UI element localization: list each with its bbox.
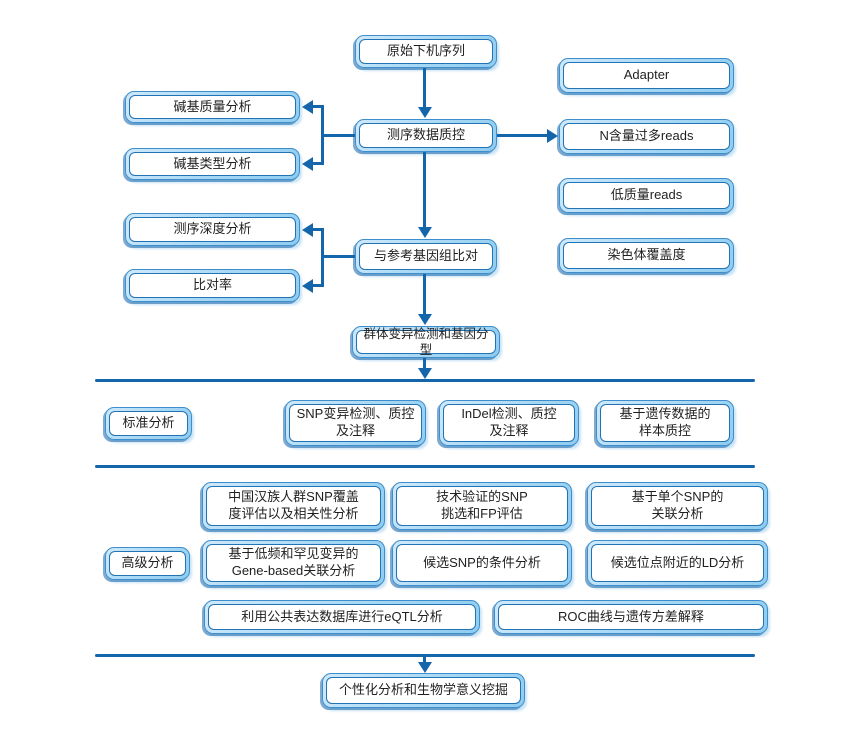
node-eqtl-analysis: 利用公共表达数据库进行eQTL分析 [204,600,480,634]
node-align-reference-label: 与参考基因组比对 [359,243,493,270]
node-tech-validated-snp: 技术验证的SNP 挑选和FP评估 [392,482,572,530]
node-han-snp-coverage-label: 中国汉族人群SNP覆盖 度评估以及相关性分析 [206,486,381,526]
label-advanced-analysis: 高级分析 [105,547,190,580]
arrowhead-qc-to-nreads [547,129,558,143]
node-gene-based-association: 基于低频和罕见变异的 Gene-based关联分析 [202,540,385,586]
node-single-snp-association-label: 基于单个SNP的 关联分析 [591,486,764,526]
node-snp-detection: SNP变异检测、质控 及注释 [285,400,426,446]
arrowhead-to-depth [302,223,313,237]
arrowhead-align-to-popvar [418,314,432,325]
node-adapter-label: Adapter [563,62,730,89]
connector-popvar-to-standard [423,358,426,370]
node-tech-validated-snp-label: 技术验证的SNP 挑选和FP评估 [396,486,568,526]
connector-qc-to-align [423,152,426,228]
connector-qc-branch-stub [322,134,355,137]
node-ld-analysis-label: 候选位点附近的LD分析 [591,544,764,582]
node-han-snp-coverage: 中国汉族人群SNP覆盖 度评估以及相关性分析 [202,482,385,530]
connector-to-base-type [311,162,322,165]
node-low-quality-reads-label: 低质量reads [563,182,730,209]
label-advanced-analysis-text: 高级分析 [109,551,186,576]
label-standard-analysis: 标准分析 [105,407,192,440]
connector-qc-to-nreads [497,134,548,137]
node-low-quality-reads: 低质量reads [559,178,734,213]
node-population-variant: 群体变异检测和基因分型 [352,326,500,358]
node-mapping-rate-label: 比对率 [129,273,296,298]
node-mapping-rate: 比对率 [125,269,300,302]
node-roc-variance-label: ROC曲线与遗传方差解释 [498,604,764,630]
node-personalized-analysis: 个性化分析和生物学意义挖掘 [322,673,525,708]
node-indel-detection: InDel检测、质控 及注释 [439,400,579,446]
label-standard-analysis-text: 标准分析 [109,411,188,436]
connector-align-to-popvar [423,274,426,316]
section-divider-middle [95,465,755,468]
node-sequencing-depth: 测序深度分析 [125,213,300,246]
node-sequencing-depth-label: 测序深度分析 [129,217,296,242]
node-conditional-snp: 候选SNP的条件分析 [392,540,572,586]
arrowhead-to-base-type [302,157,313,171]
node-gene-based-association-label: 基于低频和罕见变异的 Gene-based关联分析 [206,544,381,582]
section-divider-top [95,379,755,382]
node-raw-sequence-label: 原始下机序列 [359,39,493,64]
node-base-quality: 碱基质量分析 [125,91,300,123]
node-adapter: Adapter [559,58,734,93]
node-align-reference: 与参考基因组比对 [355,239,497,274]
node-eqtl-analysis-label: 利用公共表达数据库进行eQTL分析 [208,604,476,630]
node-sample-qc: 基于遗传数据的 样本质控 [596,400,734,446]
node-personalized-analysis-label: 个性化分析和生物学意义挖掘 [326,677,521,704]
arrowhead-qc-to-align [418,227,432,238]
node-snp-detection-label: SNP变异检测、质控 及注释 [289,404,422,442]
node-conditional-snp-label: 候选SNP的条件分析 [396,544,568,582]
connector-to-depth [311,228,322,231]
arrowhead-to-personalized [418,662,432,673]
node-n-content-reads-label: N含量过多reads [563,123,730,150]
connector-to-mapping-rate [311,284,322,287]
node-single-snp-association: 基于单个SNP的 关联分析 [587,482,768,530]
arrowhead-to-base-quality [302,100,313,114]
node-roc-variance: ROC曲线与遗传方差解释 [494,600,768,634]
connector-align-branch-vertical [321,228,324,287]
section-divider-bottom [95,654,755,657]
node-base-type-label: 碱基类型分析 [129,152,296,176]
node-raw-sequence: 原始下机序列 [355,35,497,68]
node-ld-analysis: 候选位点附近的LD分析 [587,540,768,586]
connector-raw-to-qc [423,68,426,110]
connector-divider-to-personalized [423,657,426,664]
connector-align-branch-stub [322,255,355,258]
node-sequencing-qc-label: 测序数据质控 [359,123,493,148]
connector-to-base-quality [311,105,322,108]
node-indel-detection-label: InDel检测、质控 及注释 [443,404,575,442]
node-sequencing-qc: 测序数据质控 [355,119,497,152]
node-chromosome-coverage-label: 染色体覆盖度 [563,242,730,269]
node-population-variant-label: 群体变异检测和基因分型 [356,327,496,357]
node-base-quality-label: 碱基质量分析 [129,95,296,119]
node-base-type: 碱基类型分析 [125,148,300,180]
arrowhead-to-mapping-rate [302,279,313,293]
node-n-content-reads: N含量过多reads [559,119,734,154]
node-sample-qc-label: 基于遗传数据的 样本质控 [600,404,730,442]
node-chromosome-coverage: 染色体覆盖度 [559,238,734,273]
arrowhead-raw-to-qc [418,107,432,118]
connector-qc-branch-vertical [321,105,324,165]
arrowhead-popvar-to-standard [418,368,432,379]
